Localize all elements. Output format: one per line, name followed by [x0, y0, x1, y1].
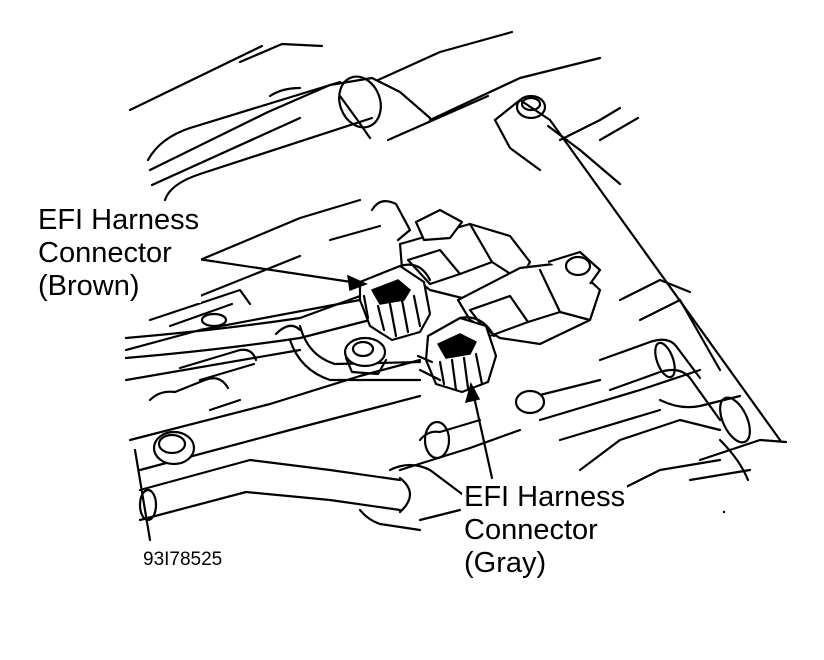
brown-label-line3: (Brown)	[38, 270, 140, 302]
engine-background	[124, 30, 788, 542]
brown-label-line2: Connector	[38, 237, 172, 269]
leader-gray	[464, 381, 494, 480]
figure-code: 93I78525	[143, 549, 223, 570]
gray-connector-label: EFI Harness Connector (Gray)	[462, 481, 628, 580]
gray-connector-plug	[416, 316, 498, 394]
brown-connector-plug	[358, 263, 432, 342]
gray-label-line2: Connector	[464, 514, 598, 546]
brown-connector-label: EFI Harness Connector (Brown)	[36, 204, 202, 303]
brown-label-line1: EFI Harness	[38, 204, 200, 236]
wire-harness	[124, 294, 422, 382]
leader-brown	[196, 257, 368, 292]
gray-label-line3: (Gray)	[464, 547, 547, 579]
gray-label-line1: EFI Harness	[464, 481, 626, 513]
